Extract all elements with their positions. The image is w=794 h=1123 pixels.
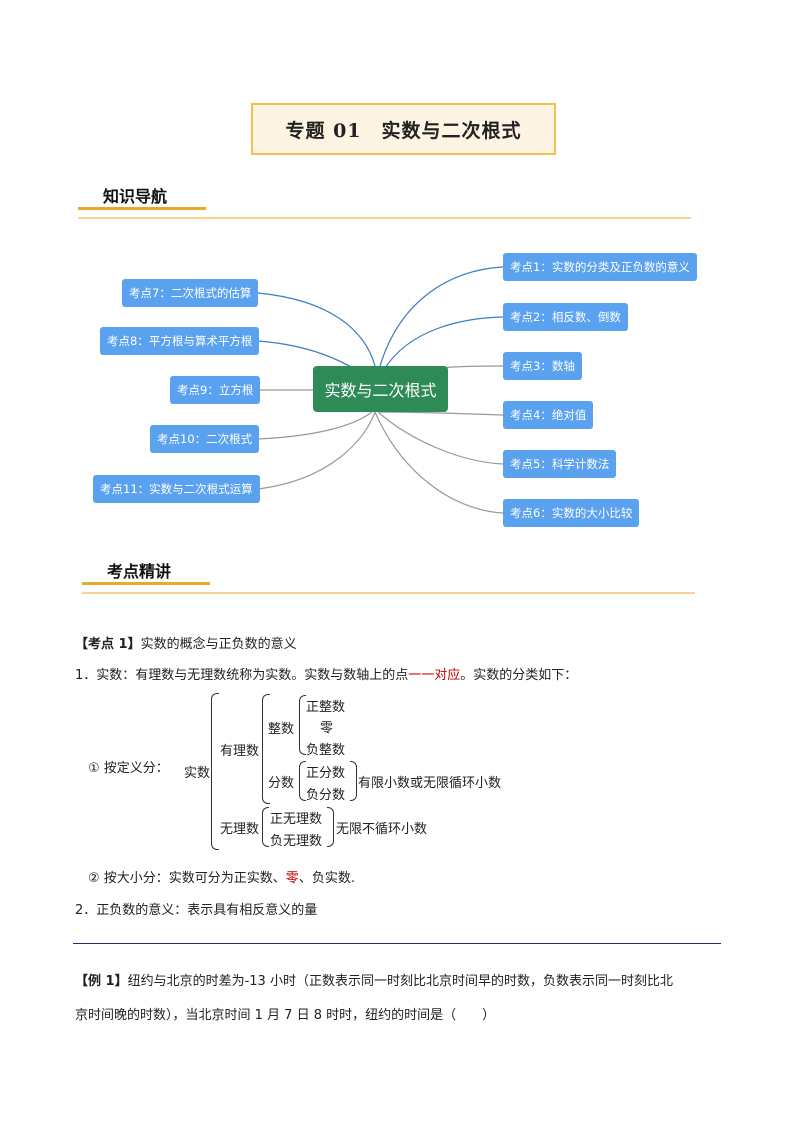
mindmap-node-kaodian-11: 考点11：实数与二次根式运算 (93, 475, 260, 503)
section-heading-nav: 知识导航 (103, 187, 168, 206)
definition-text: 1．实数：有理数与无理数统称为实数。实数与数轴上的点 (75, 668, 409, 683)
mindmap-node-kaodian-2: 考点2：相反数、倒数 (503, 303, 628, 331)
tree-fufenshu: 负分数 (306, 788, 346, 803)
mindmap-node-kaodian-5: 考点5：科学计数法 (503, 450, 617, 478)
mindmap-node-kaodian-3: 考点3：数轴 (503, 352, 582, 380)
mindmap-node-kaodian-8: 考点8：平方根与算术平方根 (100, 327, 260, 355)
kaodian-label: 【考点 1】 (75, 637, 141, 652)
brace-youlishu (262, 694, 270, 804)
tree-fuzhengshu: 负整数 (306, 743, 346, 758)
tree-wuxian: 无限不循环小数 (336, 822, 428, 837)
tree-zhengzhengshu: 正整数 (306, 700, 346, 715)
mindmap-node-kaodian-4: 考点4：绝对值 (503, 401, 594, 429)
tree-youxian: 有限小数或无限循环小数 (358, 776, 502, 791)
kaodian-title: 实数的概念与正负数的意义 (140, 637, 297, 652)
section-rule (82, 592, 695, 594)
example-text: 纽约与北京的时差为-13 小时（正数表示同一时刻比北京时间早的时数，负数表示同一… (127, 974, 673, 989)
section-heading-lecture: 考点精讲 (107, 562, 172, 581)
definition-line: 1．实数：有理数与无理数统称为实数。实数与数轴上的点一一对应。实数的分类如下： (75, 664, 577, 683)
tree-youlishu: 有理数 (220, 744, 260, 759)
mindmap-node-kaodian-1: 考点1：实数的分类及正负数的意义 (503, 253, 697, 281)
tree-shishu: 实数 (184, 766, 211, 781)
example-label: 【例 1】 (75, 974, 128, 989)
tree-zhengwuli: 正无理数 (270, 812, 323, 827)
tree-fenshu: 分数 (268, 776, 295, 791)
brace-wulishu-right (327, 807, 334, 847)
example-line-1: 【例 1】纽约与北京的时差为-13 小时（正数表示同一时刻比北京时间早的时数，负… (75, 970, 673, 989)
brace-wulishu (262, 807, 269, 847)
tree-wulishu: 无理数 (220, 822, 260, 837)
positive-negative-meaning-line: 2．正负数的意义：表示具有相反意义的量 (75, 903, 318, 918)
tree-fuwuli: 负无理数 (270, 834, 323, 849)
classify-by-definition-label: ① 按定义分： (88, 761, 169, 776)
classify-by-size-line: ② 按大小分：实数可分为正实数、零、负实数. (88, 867, 355, 886)
tree-ling: 零 (320, 721, 334, 736)
brace-fenshu-right (350, 761, 357, 801)
highlight-text: 零 (285, 871, 299, 886)
mindmap-node-kaodian-7: 考点7：二次根式的估算 (122, 279, 259, 307)
kaodian-heading: 【考点 1】实数的概念与正负数的意义 (75, 633, 297, 652)
definition-text-tail: 。实数的分类如下： (460, 668, 578, 683)
size-text: ② 按大小分：实数可分为正实数、 (88, 871, 286, 886)
brace-fenshu (299, 761, 306, 801)
section-rule (78, 217, 691, 219)
divider-line (73, 943, 721, 944)
highlight-text: 一一对应 (408, 668, 461, 683)
section-underline (78, 207, 206, 210)
mindmap-node-kaodian-10: 考点10：二次根式 (150, 425, 260, 453)
brace-zhengshu (299, 695, 306, 755)
tree-zhengfenshu: 正分数 (306, 766, 346, 781)
example-line-2: 京时间晚的时数），当北京时间 1 月 7 日 8 时时，纽约的时间是（ ） (75, 1008, 496, 1023)
mindmap-node-kaodian-6: 考点6：实数的大小比较 (503, 499, 640, 527)
mindmap-connectors (257, 266, 504, 514)
brace-shishu (211, 693, 219, 850)
mindmap-center-node: 实数与二次根式 (313, 366, 448, 412)
section-underline (82, 582, 210, 585)
size-text-tail: 、负实数. (298, 871, 355, 886)
mindmap-node-kaodian-9: 考点9：立方根 (170, 376, 261, 404)
page-title: 专题 01 实数与二次根式 (251, 103, 556, 155)
tree-zhengshu: 整数 (268, 722, 295, 737)
